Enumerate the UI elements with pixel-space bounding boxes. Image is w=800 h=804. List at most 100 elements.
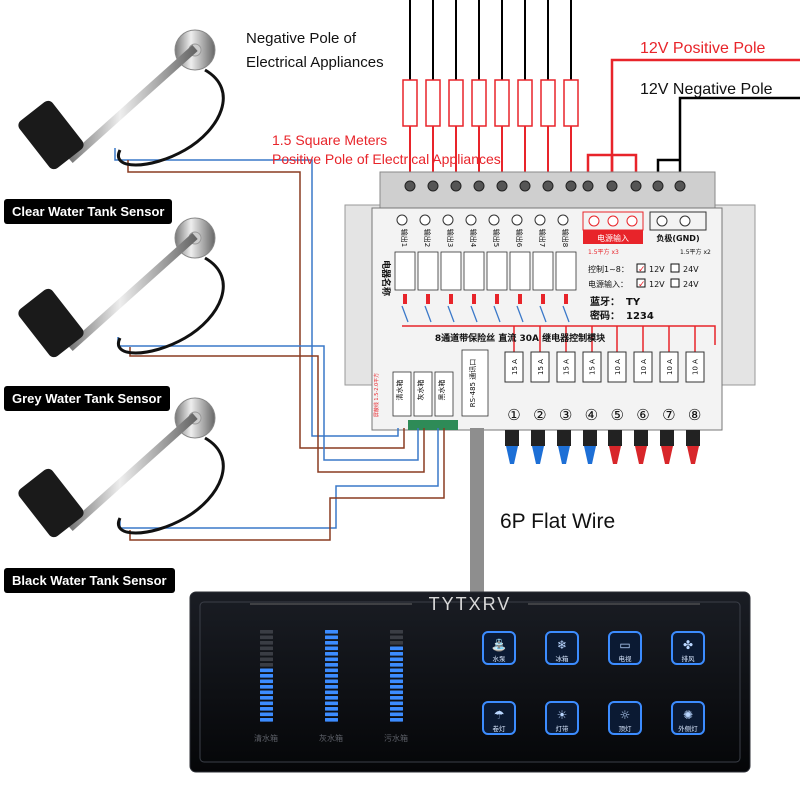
panel-button-7[interactable]: ☼ 顶灯 — [608, 701, 642, 735]
panel-button-frame — [545, 701, 579, 735]
panel-button-2[interactable]: ❄ 冰箱 — [545, 631, 579, 665]
panel-buttons: ⛲ 水泵 ❄ 冰箱 ▭电视 ✤排风 ☂卷灯 ☀灯带 ☼ 顶灯 ✺外侧灯 — [482, 631, 705, 735]
sensor-terminal-block — [408, 420, 458, 430]
sensor-wire-spec: 屏蔽线 1.5-2.0平方 — [373, 373, 380, 417]
tank-level-segment — [390, 685, 403, 689]
tank-label: 清水箱 — [254, 733, 278, 743]
password-label: 密码： — [590, 309, 620, 322]
tank-level-segment — [390, 630, 403, 634]
tank-level-segment — [325, 668, 338, 673]
tank-level-segment — [325, 701, 338, 706]
power-label: 电源输入： — [588, 279, 628, 289]
fuse-rating: 15 A — [563, 359, 571, 375]
tank-level-segment — [260, 696, 273, 700]
panel-button-label: 顶灯 — [619, 724, 633, 733]
tank-level-segment — [325, 674, 338, 678]
negative-pole-label-2: Electrical Appliances — [246, 54, 384, 71]
power-12v-check: ✓ — [638, 280, 646, 290]
panel-button-6[interactable]: ☀灯带 — [545, 701, 579, 735]
ctrl-24v-label: 24V — [683, 265, 699, 274]
wire-spec-left: 1.5平方 x3 — [588, 248, 619, 256]
ctrl-24v-checkbox — [670, 263, 680, 273]
outdoor-light-icon: ✺ — [683, 708, 693, 722]
rs485-label: RS-485 通讯口 — [468, 359, 477, 407]
tank-level-segment — [260, 657, 273, 662]
panel-button-label: 冰箱 — [556, 654, 570, 663]
tank-level-segment — [260, 718, 273, 722]
tank-level-segment — [325, 696, 338, 700]
fuse-rating: 15 A — [588, 359, 596, 375]
tank-level-segment — [325, 685, 338, 689]
ceiling-light-icon: ☼ — [620, 708, 631, 722]
tank-level-segment — [260, 668, 273, 673]
tank-level-segment — [325, 657, 338, 662]
channel-label: 输出8 — [561, 229, 570, 247]
fridge-icon: ❄ — [557, 638, 567, 652]
tank-level-segment — [390, 635, 403, 640]
ctrl-12v-checkbox — [636, 263, 646, 273]
ctrl-12v-check: ✓ — [638, 265, 646, 275]
fuse-number: ② — [533, 406, 546, 424]
channel-label: 输出3 — [446, 229, 455, 247]
channel-label: 输出5 — [492, 229, 501, 247]
panel-button-frame — [671, 701, 705, 735]
negative-pole-label-1: Negative Pole of — [246, 30, 357, 47]
tank-label: 灰水箱 — [319, 733, 343, 743]
tank-level-segment — [390, 679, 403, 684]
panel-button-8[interactable]: ✺外侧灯 — [671, 701, 705, 735]
panel-button-1[interactable]: ⛲ 水泵 — [482, 631, 516, 665]
tank-level-segment — [260, 663, 273, 667]
power-24v-label: 24V — [683, 280, 699, 289]
tank-level-segment — [260, 701, 273, 706]
tank-level-segment — [325, 630, 338, 634]
sensor-wires — [114, 148, 445, 541]
sensor-port-label: 清水箱 — [395, 380, 404, 401]
tank-level-segment — [260, 652, 273, 656]
fuse-number: ③ — [559, 406, 572, 424]
faucet-icon: ⛲ — [492, 638, 507, 652]
tank-level-segment — [390, 668, 403, 673]
panel-brand: TYTXRV — [429, 594, 512, 614]
relay-traces — [401, 305, 570, 323]
sensor-port-boxes — [392, 349, 489, 417]
fuse-rating: 10 A — [666, 359, 674, 375]
appliance-loads — [402, 79, 579, 127]
fuse-bus — [402, 325, 716, 352]
fuse-rating: 10 A — [614, 359, 622, 375]
tank-level-segment — [260, 707, 273, 711]
wire-spec-right: 1.5平方 x2 — [680, 248, 711, 256]
tank-level-segment — [260, 635, 273, 640]
clear-sensor-tag: Clear Water Tank Sensor — [4, 199, 173, 224]
tank-level-segment — [260, 712, 273, 717]
panel-button-3[interactable]: ▭电视 — [608, 631, 642, 665]
tank-level-segment — [325, 690, 338, 695]
control-label: 控制1~8： — [588, 264, 629, 274]
fuse-rating: 10 A — [640, 359, 648, 375]
power-input-box — [582, 211, 707, 244]
panel-button-frame — [545, 631, 579, 665]
fuse-number: ① — [507, 406, 520, 424]
fan-icon: ✤ — [683, 638, 693, 652]
sensor-port-label: 灰水箱 — [416, 380, 425, 401]
sensor-port-label: 黑水箱 — [437, 380, 446, 401]
power-24v-checkbox — [670, 278, 680, 288]
panel-button-frame — [608, 701, 642, 735]
black-sensor-tag: Black Water Tank Sensor — [4, 568, 175, 593]
tank-level-segment — [260, 679, 273, 684]
panel-button-label: 水泵 — [493, 654, 507, 663]
control-panel — [189, 591, 751, 773]
panel-button-5[interactable]: ☂卷灯 — [482, 701, 516, 735]
tank-level-segment — [390, 712, 403, 717]
tank-level-segment — [325, 663, 338, 667]
positive-12v-label: 12V Positive Pole — [640, 40, 766, 57]
positive-12v-wire — [586, 58, 800, 190]
black-tank-sensor — [18, 397, 225, 538]
panel-button-4[interactable]: ✤排风 — [671, 631, 705, 665]
tank-level-segment — [260, 646, 273, 651]
channel-label-boxes — [394, 251, 577, 291]
positive-pole-label-2: Positive Pole of Electrical Appliances — [272, 151, 501, 167]
tank-level-segment — [390, 652, 403, 656]
